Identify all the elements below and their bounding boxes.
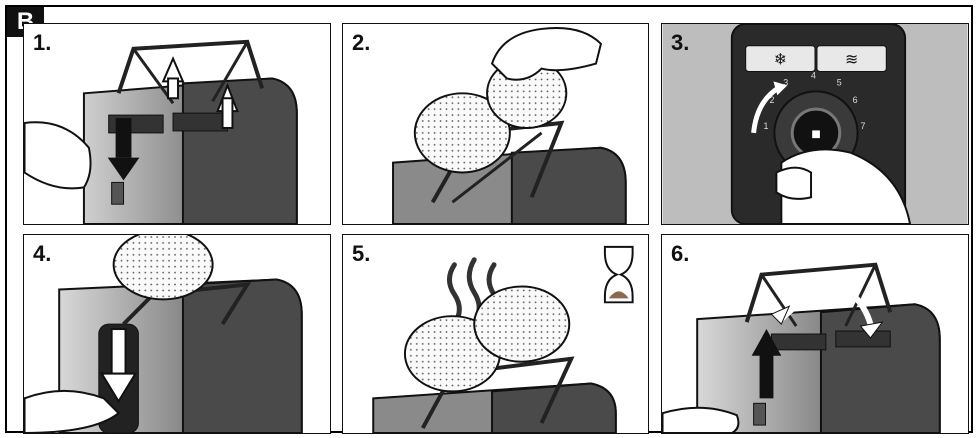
step-6-illustration [662, 235, 968, 433]
step-3-panel: 3. ❄ ≋ ■ 1 2 3 4 5 6 7 [661, 23, 969, 225]
stop-icon: ■ [811, 126, 821, 143]
step-2-number: 2. [352, 30, 370, 56]
step-4-panel: 4. [23, 234, 331, 434]
step-5-illustration [343, 235, 648, 433]
step-1-number: 1. [33, 30, 51, 56]
dial-mark-7: 7 [861, 121, 866, 131]
defrost-icon: ❄ [774, 50, 787, 69]
dial-mark-1: 1 [764, 121, 769, 131]
step-3-illustration: ❄ ≋ ■ 1 2 3 4 5 6 7 [662, 24, 968, 224]
reheat-icon: ≋ [845, 50, 858, 69]
step-4-illustration [24, 235, 330, 433]
dial-mark-6: 6 [853, 95, 858, 105]
step-6-number: 6. [671, 241, 689, 267]
hourglass-icon [605, 247, 633, 302]
step-1-illustration [24, 24, 330, 224]
step-5-panel: 5. [342, 234, 649, 434]
dial-mark-4: 4 [811, 70, 816, 80]
step-2-panel: 2. [342, 23, 649, 225]
step-6-panel: 6. [661, 234, 969, 434]
instruction-figure: B 1. 2. [5, 5, 973, 433]
step-3-number: 3. [671, 30, 689, 56]
step-1-panel: 1. [23, 23, 331, 225]
step-2-illustration [343, 24, 648, 224]
step-4-number: 4. [33, 241, 51, 267]
step-5-number: 5. [352, 241, 370, 267]
dial-mark-5: 5 [837, 77, 842, 87]
